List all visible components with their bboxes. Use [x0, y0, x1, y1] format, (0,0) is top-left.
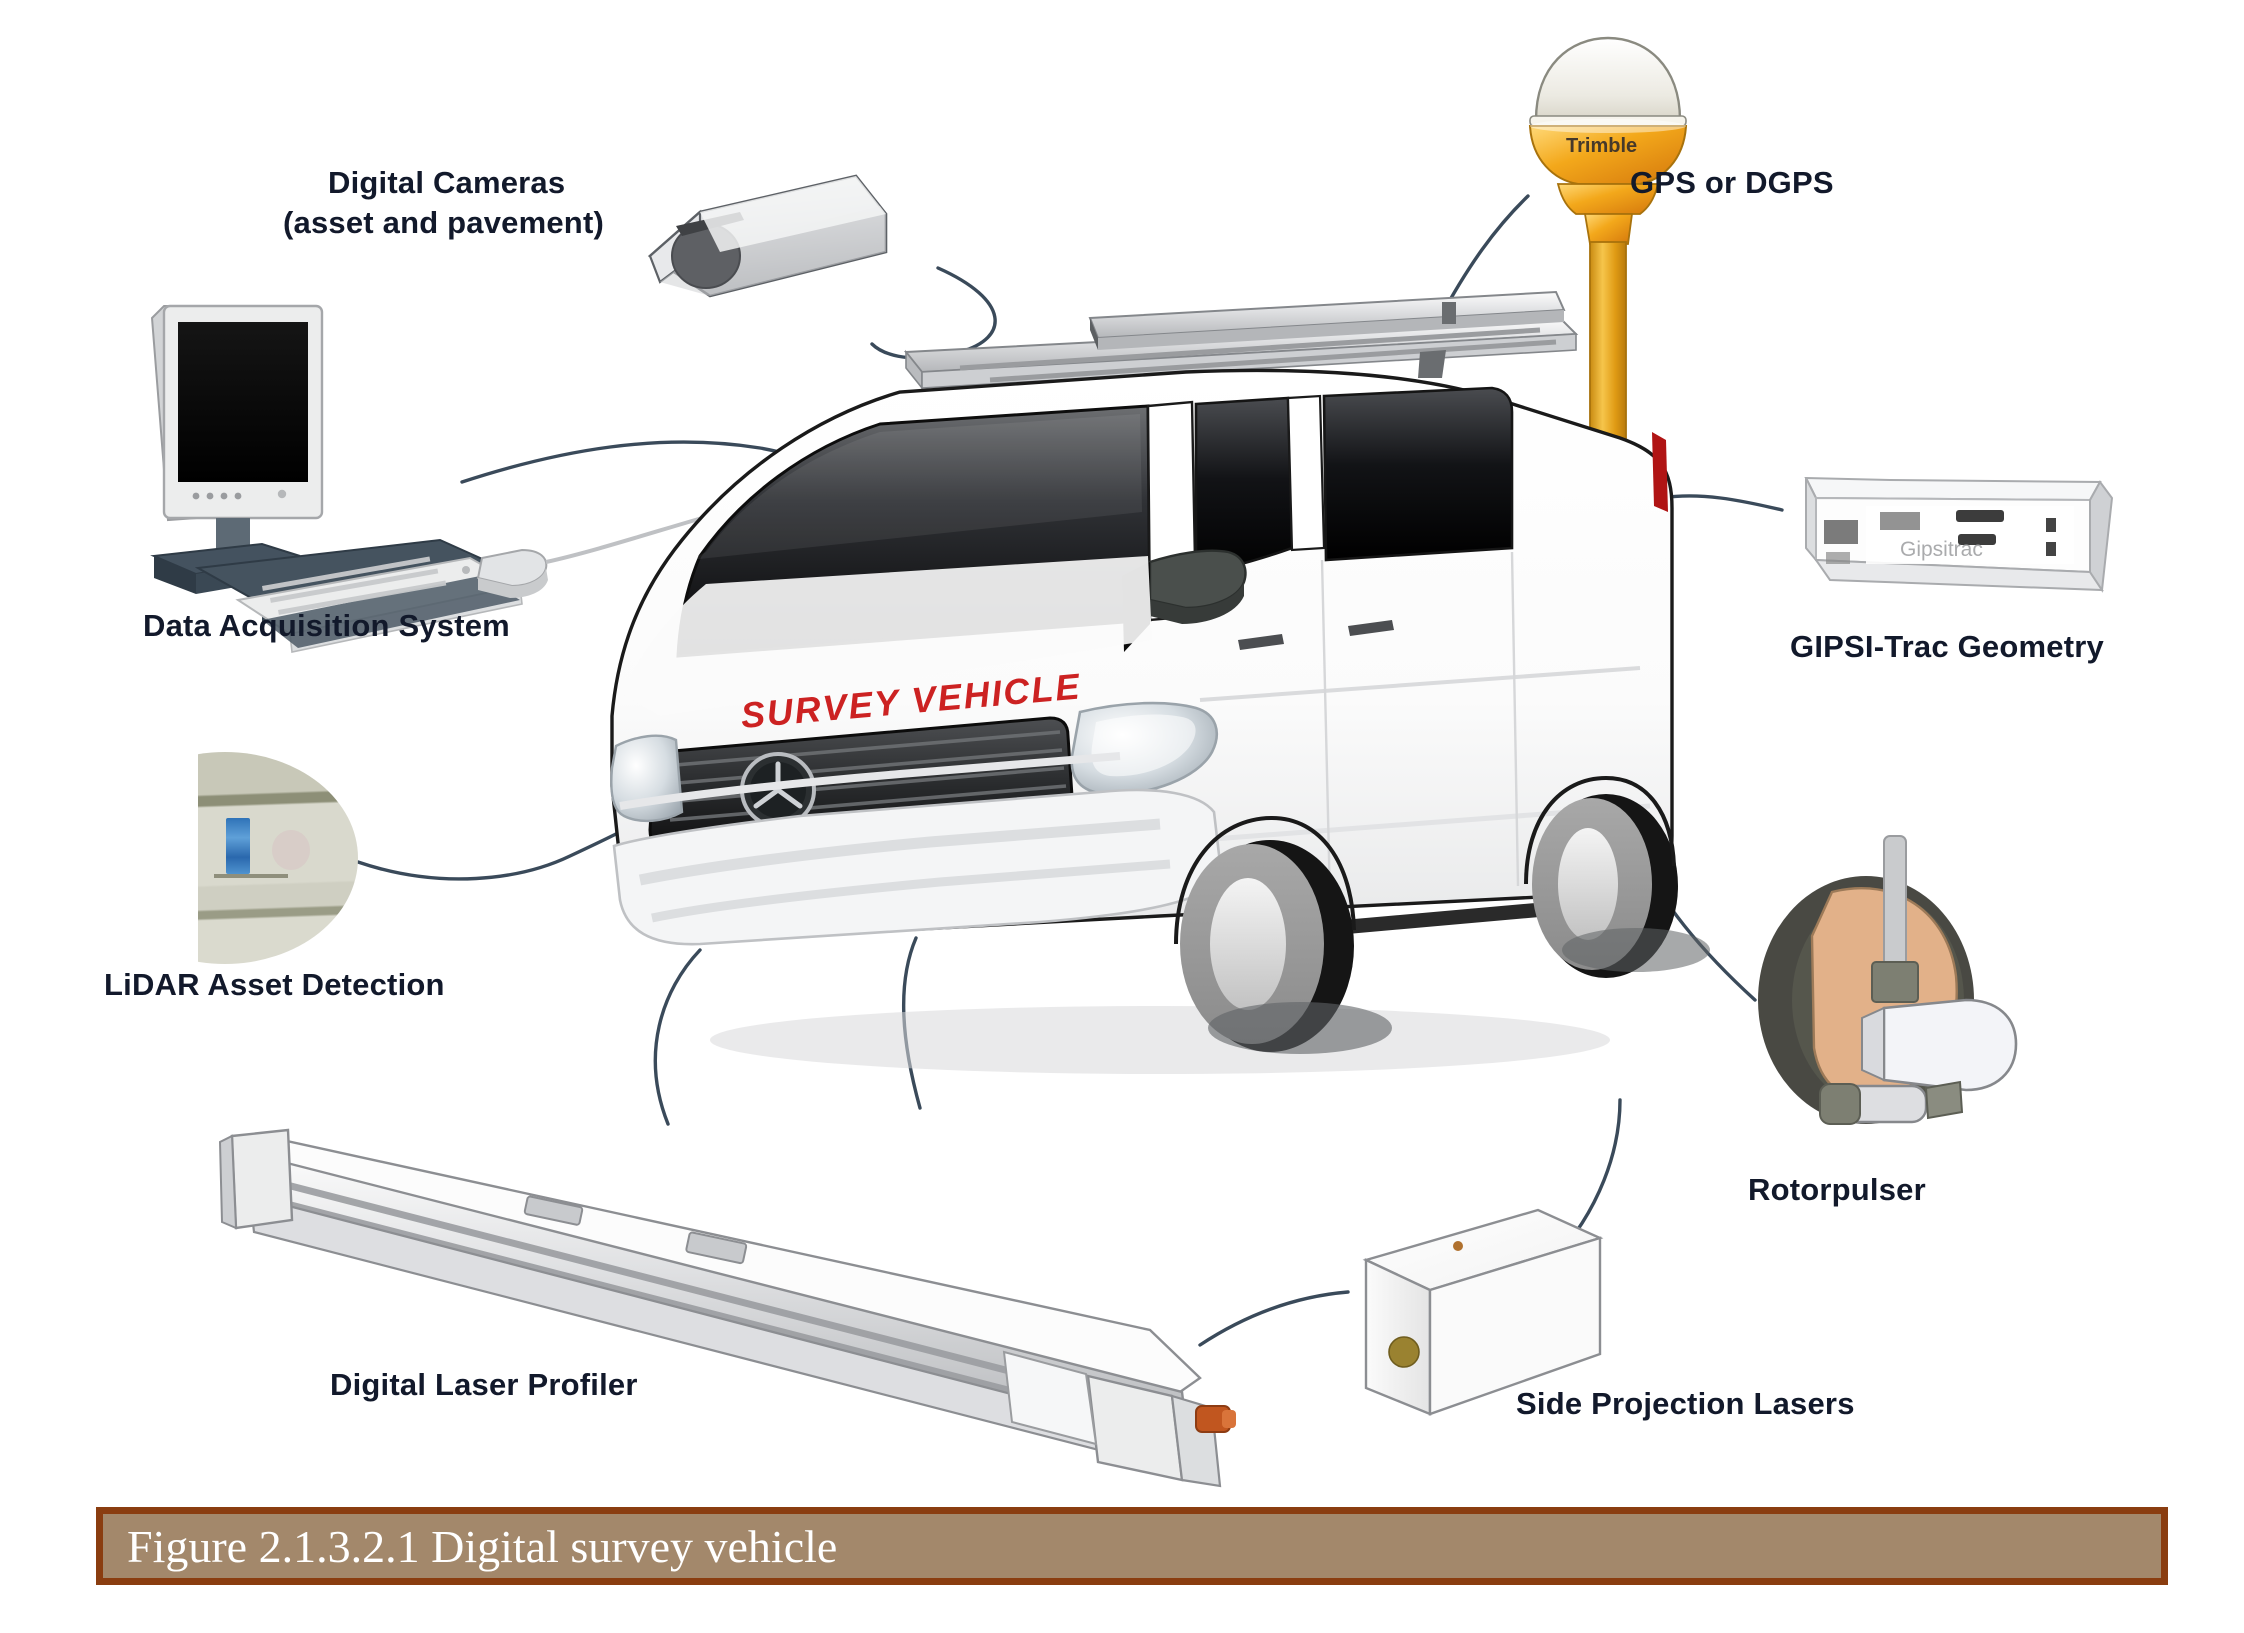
label-rotorpulser: Rotorpulser [1748, 1172, 1926, 1207]
label-digital-cameras-line1: Digital Cameras [328, 165, 566, 200]
photo-thumbnail-icon [198, 752, 358, 964]
connector-sidelaser-to-profiler [1198, 1290, 1350, 1347]
svg-text:Trimble: Trimble [1566, 135, 1637, 157]
label-gipsi-trac: GIPSI-Trac Geometry [1790, 629, 2104, 664]
box-camera-icon [647, 174, 888, 298]
lidar-photo-blob [272, 830, 310, 870]
label-digital-laser-profiler: Digital Laser Profiler [330, 1367, 638, 1402]
connector-lidar-to-vehicle [356, 830, 622, 881]
label-data-acquisition-system: Data Acquisition System [143, 608, 510, 643]
laser-box-icon [1362, 1208, 1604, 1416]
label-gps: GPS or DGPS [1630, 165, 1834, 200]
lidar-photo-pole [214, 874, 288, 878]
connector-profiler2-to-bumper [902, 936, 922, 1110]
wheel-sensor-icon [1758, 835, 2018, 1125]
computer-icon [150, 304, 791, 653]
label-side-projection-lasers: Side Projection Lasers [1516, 1386, 1855, 1421]
rack-box-icon: Gipsitrac [1804, 476, 2114, 593]
connector-cameras-to-vehicle [870, 266, 997, 360]
figure-caption-bar: Figure 2.1.3.2.1 Digital survey vehicle [96, 1507, 2168, 1585]
van-icon: SURVEY VEHICLE [610, 290, 1710, 1074]
label-lidar-asset-detection: LiDAR Asset Detection [104, 967, 445, 1002]
connector-profiler-to-bumper [653, 948, 702, 1126]
laser-bar-icon [218, 1128, 1236, 1488]
figure-caption-text: Figure 2.1.3.2.1 Digital survey vehicle [127, 1520, 838, 1572]
lidar-photo-sign [226, 818, 250, 874]
svg-text:Gipsitrac: Gipsitrac [1900, 538, 1983, 561]
label-digital-cameras-line2: (asset and pavement) [283, 205, 604, 240]
roof-rack [904, 290, 1579, 408]
gps-antenna-icon: Trimble [1528, 36, 1688, 473]
